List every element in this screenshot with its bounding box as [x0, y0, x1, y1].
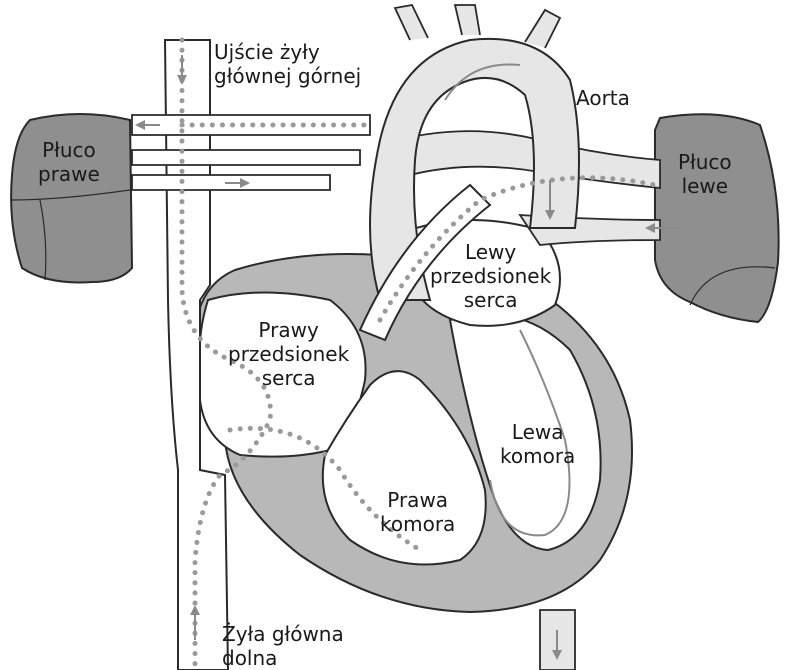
- label-line: Prawa: [380, 488, 455, 512]
- left-lung: [655, 114, 779, 322]
- label-line: komora: [380, 512, 455, 536]
- label-right-atrium: Prawy przedsionek serca: [228, 318, 349, 390]
- label-line: przedsionek: [228, 342, 349, 366]
- label-superior-vena-cava: Ujście żyły głównej górnej: [214, 40, 361, 88]
- label-right-ventricle: Prawa komora: [380, 488, 455, 536]
- label-left-ventricle: Lewa komora: [500, 420, 575, 468]
- label-line: Żyła główna: [222, 622, 344, 646]
- label-line: Płuco: [38, 138, 100, 162]
- label-right-lung: Płuco prawe: [38, 138, 100, 186]
- label-line: lewe: [678, 174, 732, 198]
- label-line: Aorta: [576, 86, 630, 110]
- label-line: dolna: [222, 646, 344, 670]
- label-line: Lewa: [500, 420, 575, 444]
- label-line: Płuco: [678, 150, 732, 174]
- label-line: Lewy: [430, 240, 551, 264]
- label-left-atrium: Lewy przedsionek serca: [430, 240, 551, 312]
- label-line: głównej górnej: [214, 64, 361, 88]
- label-left-lung: Płuco lewe: [678, 150, 732, 198]
- label-line: prawe: [38, 162, 100, 186]
- label-aorta: Aorta: [576, 86, 630, 110]
- label-line: Ujście żyły: [214, 40, 361, 64]
- label-line: komora: [500, 444, 575, 468]
- label-line: serca: [430, 288, 551, 312]
- label-line: Prawy: [228, 318, 349, 342]
- label-line: przedsionek: [430, 264, 551, 288]
- left-pulmonary-artery: [380, 131, 660, 188]
- label-inferior-vena-cava: Żyła główna dolna: [222, 622, 344, 670]
- label-line: serca: [228, 366, 349, 390]
